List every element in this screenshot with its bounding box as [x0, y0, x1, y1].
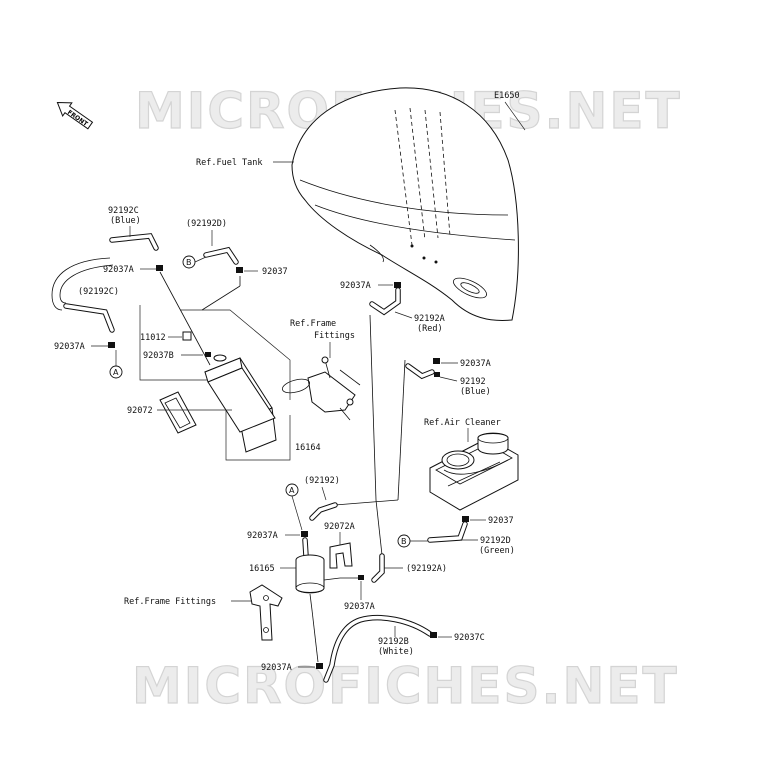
frame-fittings-lower: [249, 584, 283, 641]
front-arrow-icon: FRONT: [56, 102, 94, 130]
part-92037a-filter: 92037A: [247, 531, 278, 541]
part-16164: 16164: [295, 443, 321, 453]
canister-16164: [139, 305, 291, 461]
air-cleaner: [429, 432, 519, 511]
part-92192d-green: 92192D: [480, 536, 511, 546]
part-92072a: 92072A: [324, 522, 355, 532]
part-92037a-upper: 92037A: [103, 265, 134, 275]
part-92037a-right: 92037A: [460, 359, 491, 369]
diagram-id: E1650: [494, 91, 520, 101]
part-92037b: 92037B: [143, 351, 174, 361]
part-92037a-mid: 92037A: [344, 602, 375, 612]
fuel-tank: [291, 87, 519, 321]
part-92037-upper: 92037: [262, 267, 288, 277]
callout-ref-fuel-tank: Ref.Fuel Tank: [196, 158, 263, 168]
svg-text:B: B: [401, 537, 407, 546]
callout-ref-air-cleaner: Ref.Air Cleaner: [424, 418, 501, 428]
part-92192d-green-color: (Green): [479, 546, 515, 556]
svg-text:B: B: [186, 258, 192, 267]
hose-92192c: [51, 233, 159, 333]
part-92037a-bottom: 92037A: [261, 663, 292, 673]
part-11012: 11012: [140, 333, 166, 343]
part-92192-blue-color: (Blue): [460, 387, 491, 397]
marker-a-left: [109, 365, 123, 379]
callout-fittings: Fittings: [314, 331, 355, 341]
svg-text:A: A: [113, 368, 119, 377]
part-92037-aircleaner: 92037: [488, 516, 514, 526]
part-92192-blue: 92192: [460, 377, 486, 387]
part-92192a-paren: (92192A): [406, 564, 447, 574]
watermark-bottom: MICROFICHES.NET: [132, 657, 679, 715]
part-92192d-paren: (92192D): [186, 219, 227, 229]
part-92192c: 92192C: [108, 206, 139, 216]
part-92037a-left: 92037A: [54, 342, 85, 352]
part-92192c-color: (Blue): [110, 216, 141, 226]
bracket-92072a: [329, 542, 353, 569]
part-16165: 16165: [249, 564, 275, 574]
bracket-92072: [159, 391, 197, 434]
callout-ref-frame: Ref.Frame: [290, 319, 336, 329]
svg-text:A: A: [289, 486, 295, 495]
part-92072: 92072: [127, 406, 153, 416]
part-92192a-red: 92192A: [414, 314, 445, 324]
part-92192b-white: 92192B: [378, 637, 409, 647]
part-92192b-white-color: (White): [378, 647, 414, 657]
frame-fittings-upper: [281, 356, 361, 421]
callout-ref-frame-fittings-lower: Ref.Frame Fittings: [124, 597, 216, 607]
part-92037c: 92037C: [454, 633, 485, 643]
fuel-filter-16165: [295, 554, 341, 611]
part-92192-paren: (92192): [304, 476, 340, 486]
part-92192c-paren: (92192C): [78, 287, 119, 297]
part-92192a-red-color: (Red): [417, 324, 443, 334]
part-92037a-tank: 92037A: [340, 281, 371, 291]
